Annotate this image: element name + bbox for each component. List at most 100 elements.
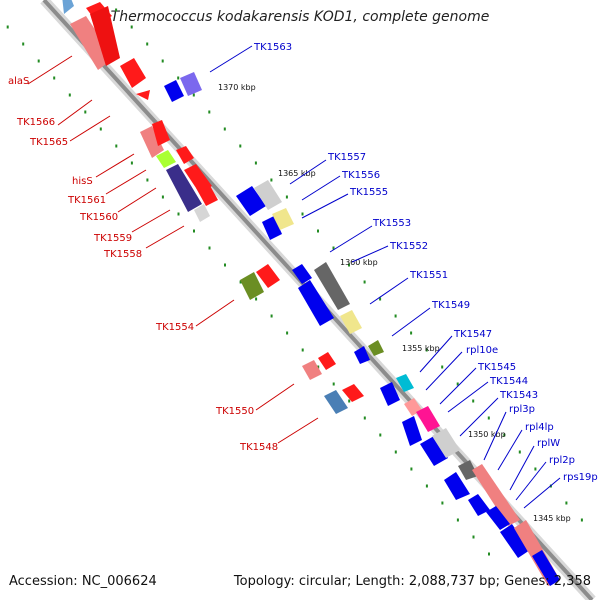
tick-dot <box>193 229 195 233</box>
tick-dot <box>441 501 444 505</box>
tick-dot <box>518 450 521 454</box>
tick-dot <box>84 110 87 114</box>
gene-feature[interactable] <box>472 464 520 526</box>
tick-dot <box>115 8 118 12</box>
gene-feature[interactable] <box>468 494 490 516</box>
gene-label-TK1552[interactable]: TK1552 <box>389 241 428 252</box>
gene-label-TK1547[interactable]: TK1547 <box>453 329 492 340</box>
gene-label-TK1563[interactable]: TK1563 <box>253 42 292 53</box>
gene-label-TK1566[interactable]: TK1566 <box>16 117 55 128</box>
gene-label-TK1561[interactable]: TK1561 <box>67 195 106 206</box>
accession-text: Accession: NC_006624 <box>9 574 157 589</box>
gene-feature[interactable] <box>176 146 194 164</box>
gene-label-TK1560[interactable]: TK1560 <box>79 212 118 223</box>
gene-label-rpl3p[interactable]: rpl3p <box>509 404 535 415</box>
gene-feature[interactable] <box>314 262 350 310</box>
gene-feature[interactable] <box>298 280 334 326</box>
gene-feature[interactable] <box>318 352 336 370</box>
tick-dot <box>130 161 133 165</box>
tick-dot <box>146 178 149 182</box>
tick-dot <box>301 348 304 352</box>
gene-feature[interactable] <box>416 406 440 432</box>
gene-feature[interactable] <box>136 90 150 100</box>
tick-dot <box>177 212 180 216</box>
gene-feature[interactable] <box>380 382 400 406</box>
gene-feature[interactable] <box>196 182 218 206</box>
gene-feature[interactable] <box>500 524 530 558</box>
gene-feature[interactable] <box>272 208 294 230</box>
gene-feature[interactable] <box>156 150 176 168</box>
tick-dot <box>255 297 258 301</box>
gene-label-hisS[interactable]: hisS <box>72 176 93 187</box>
gene-feature[interactable] <box>256 264 280 288</box>
gene-feature[interactable] <box>166 164 202 212</box>
gene-label-rpl2p[interactable]: rpl2p <box>549 455 575 466</box>
gene-label-TK1544[interactable]: TK1544 <box>489 376 528 387</box>
gene-feature[interactable] <box>432 428 460 458</box>
gene-feature[interactable] <box>140 126 164 158</box>
gene-label-TK1553[interactable]: TK1553 <box>372 218 411 229</box>
gene-label-alaS[interactable]: alaS <box>8 76 29 87</box>
gene-feature[interactable] <box>236 186 266 216</box>
tick-dot <box>379 297 382 301</box>
topology-text: Topology: circular; Length: 2,088,737 bp… <box>233 574 591 589</box>
gene-feature[interactable] <box>486 506 510 530</box>
tick-dot <box>224 263 226 267</box>
gene-label-TK1545[interactable]: TK1545 <box>477 362 516 373</box>
gene-feature[interactable] <box>180 72 202 96</box>
gene-feature[interactable] <box>152 120 170 146</box>
tick-dot <box>208 246 211 250</box>
tick-dot <box>503 433 506 437</box>
gene-feature[interactable] <box>292 264 312 284</box>
gene-feature[interactable] <box>302 360 322 380</box>
gene-feature[interactable] <box>240 272 264 300</box>
gene-label-TK1559[interactable]: TK1559 <box>93 233 132 244</box>
gene-feature[interactable] <box>532 550 560 586</box>
gene-feature[interactable] <box>324 390 348 414</box>
tick-dot <box>317 229 319 233</box>
gene-feature[interactable] <box>354 346 370 364</box>
gene-label-rplW[interactable]: rplW <box>537 438 560 449</box>
tick-dot <box>348 399 351 403</box>
genome-title: Thermococcus kodakarensis KOD1, complete… <box>110 9 490 25</box>
gene-feature[interactable] <box>396 374 414 392</box>
gene-label-TK1548[interactable]: TK1548 <box>239 442 278 453</box>
gene-feature[interactable] <box>62 0 74 14</box>
gene-feature[interactable] <box>262 216 282 240</box>
gene-feature[interactable] <box>164 80 184 102</box>
gene-label-rps19p[interactable]: rps19p <box>563 472 598 483</box>
gene-feature[interactable] <box>194 204 210 222</box>
gene-feature[interactable] <box>340 310 362 334</box>
gene-label-TK1554[interactable]: TK1554 <box>155 322 194 333</box>
gene-feature[interactable] <box>402 416 422 446</box>
tick-dot <box>363 280 366 284</box>
gene-feature[interactable] <box>90 6 120 66</box>
tick-dot <box>317 365 320 369</box>
gene-feature[interactable] <box>342 384 364 402</box>
tick-dot <box>270 314 273 318</box>
tick-dot <box>565 501 568 505</box>
tick-dot <box>394 450 397 454</box>
kbp-ticks: 1370 kbp 1365 kbp 1360 kbp 1355 kbp 1350… <box>218 83 571 523</box>
gene-label-TK1557[interactable]: TK1557 <box>327 152 366 163</box>
gene-label-TK1551[interactable]: TK1551 <box>409 270 448 281</box>
gene-label-TK1543[interactable]: TK1543 <box>499 390 538 401</box>
gene-label-TK1558[interactable]: TK1558 <box>103 249 142 260</box>
gene-label-TK1556[interactable]: TK1556 <box>341 170 380 181</box>
gene-label-TK1550[interactable]: TK1550 <box>215 406 254 417</box>
gene-feature[interactable] <box>444 472 470 500</box>
tick-dot <box>208 110 211 114</box>
gene-feature[interactable] <box>120 58 146 88</box>
gene-label-rpl4lp[interactable]: rpl4lp <box>525 422 554 433</box>
gene-label-rpl10e[interactable]: rpl10e <box>466 345 498 356</box>
gene-feature[interactable] <box>420 436 448 466</box>
gene-label-TK1555[interactable]: TK1555 <box>349 187 388 198</box>
gene-feature[interactable] <box>458 460 478 480</box>
gene-feature[interactable] <box>254 180 282 210</box>
tick-dot <box>456 518 459 522</box>
gene-feature[interactable] <box>70 16 114 70</box>
tick-dot <box>6 25 9 29</box>
gene-feature[interactable] <box>368 340 384 356</box>
gene-label-TK1549[interactable]: TK1549 <box>431 300 470 311</box>
gene-label-TK1565[interactable]: TK1565 <box>29 137 68 148</box>
